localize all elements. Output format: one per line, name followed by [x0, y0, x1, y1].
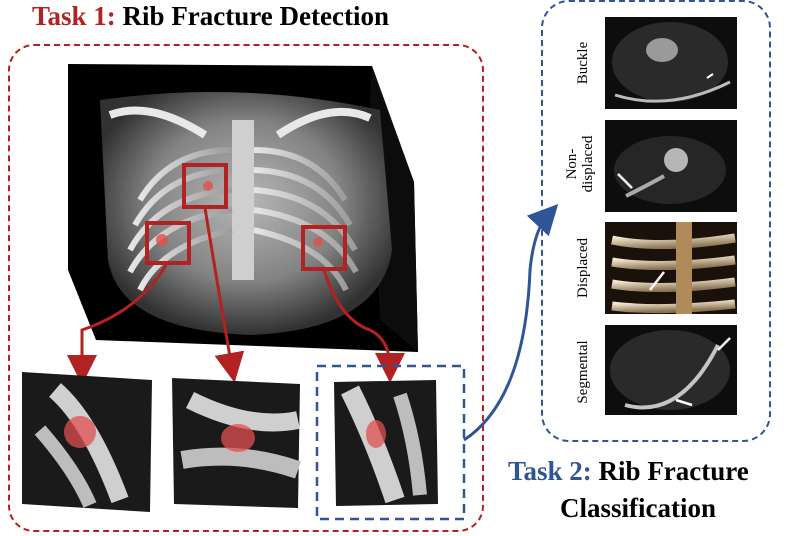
task2-label: Task 2: — [508, 456, 592, 486]
task1-title: Task 1: Rib Fracture Detection — [32, 0, 389, 32]
task2-title: Task 2: Rib Fracture — [508, 455, 749, 487]
fracture-box-2 — [145, 221, 191, 265]
task1-label: Task 1: — [32, 1, 116, 31]
fracture-box-1 — [182, 163, 228, 209]
thumb-segmental — [605, 325, 737, 415]
class-label-displaced: Displaced — [575, 238, 591, 298]
class-label-non-displaced-line1: Non- — [564, 148, 580, 180]
classification-arrow — [463, 204, 559, 442]
detection-arrows — [67, 207, 405, 385]
task2-name-line1: Rib Fracture — [598, 456, 749, 486]
thumb-displaced — [605, 222, 737, 314]
crop-cube-3 — [334, 380, 438, 506]
class-label-segmental: Segmental — [575, 340, 591, 404]
thumb-buckle — [605, 17, 737, 109]
task2-title-line2: Classification — [560, 493, 717, 523]
class-label-non-displaced: Non- displaced — [564, 119, 596, 209]
fracture-box-3 — [301, 225, 347, 271]
crop-cube-1 — [22, 372, 152, 512]
thumb-non-displaced — [605, 120, 737, 212]
crop-cube-2 — [172, 378, 301, 508]
detection-panel — [8, 44, 484, 532]
task1-name: Rib Fracture Detection — [122, 1, 389, 31]
class-label-buckle: Buckle — [575, 41, 591, 85]
class-label-non-displaced-line2: displaced — [580, 135, 596, 193]
ct-volume-render — [68, 64, 418, 352]
